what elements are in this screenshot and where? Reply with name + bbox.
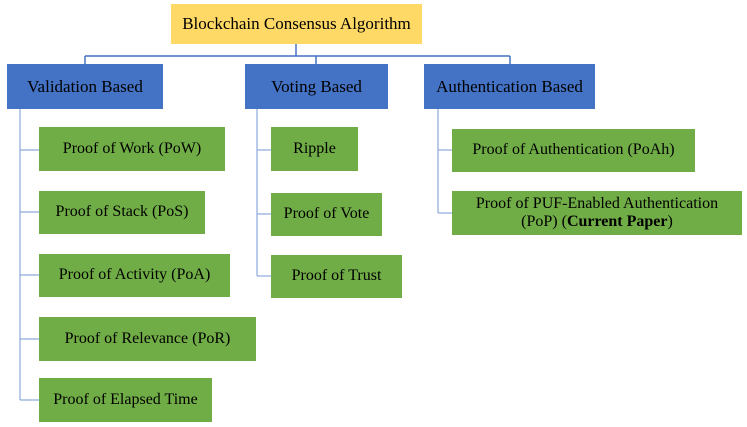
- leaf-pop-suffix: ): [667, 213, 673, 230]
- category-authentication-based: Authentication Based: [424, 64, 595, 109]
- current-paper-label: Current Paper: [566, 213, 668, 230]
- leaf-pop-prefix: (PoP) (: [521, 213, 567, 230]
- leaf-pop-line-1: Proof of PUF-Enabled Authentication: [475, 194, 719, 212]
- leaf-pop-line-2: (PoP) (Current Paper): [521, 213, 673, 231]
- root-connectors: [84, 44, 511, 64]
- category-validation-based: Validation Based: [7, 64, 163, 109]
- leaf-proof-of-activity: Proof of Activity (PoA): [39, 254, 230, 297]
- leaf-proof-of-authentication: Proof of Authentication (PoAh): [452, 129, 695, 172]
- leaf-proof-of-stack: Proof of Stack (PoS): [39, 191, 205, 234]
- category-voting-based: Voting Based: [245, 64, 388, 109]
- leaf-proof-of-trust: Proof of Trust: [271, 255, 402, 298]
- leaf-proof-of-vote: Proof of Vote: [271, 193, 382, 236]
- child-brackets: [19, 109, 452, 401]
- leaf-proof-of-work: Proof of Work (PoW): [39, 127, 225, 171]
- leaf-ripple: Ripple: [271, 127, 358, 171]
- leaf-proof-of-elapsed-time: Proof of Elapsed Time: [39, 378, 212, 422]
- leaf-proof-of-puf-enabled-authentication: Proof of PUF-Enabled Authentication (PoP…: [452, 191, 742, 235]
- leaf-proof-of-relevance: Proof of Relevance (PoR): [39, 317, 256, 361]
- root-node: Blockchain Consensus Algorithm: [171, 4, 422, 44]
